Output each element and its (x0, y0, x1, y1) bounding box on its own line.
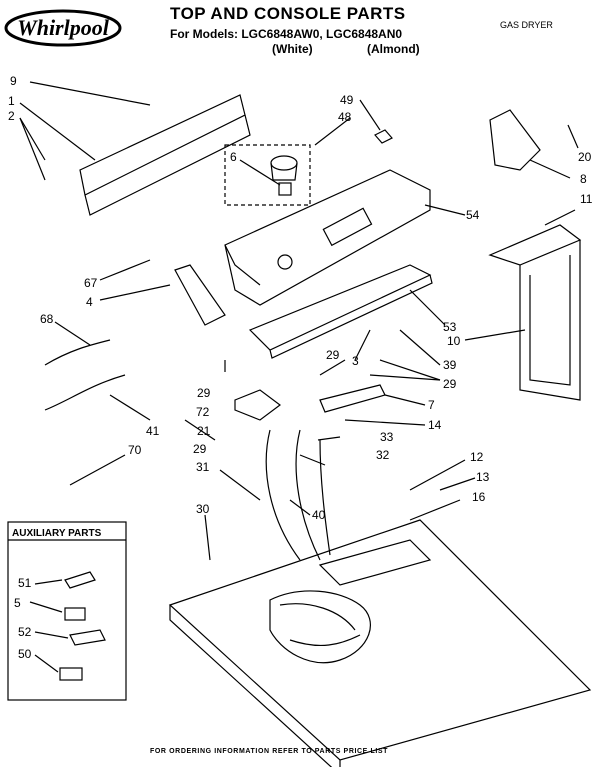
wire-harness (269, 590, 371, 664)
rear-console-panel (79, 94, 246, 196)
footer-note: FOR ORDERING INFORMATION REFER TO PARTS … (150, 748, 389, 755)
callout-7: 7 (428, 398, 435, 412)
callout-49: 49 (340, 93, 354, 107)
callout-9: 9 (10, 74, 17, 88)
callout-10: 10 (447, 334, 461, 348)
gas-valve-part (234, 389, 281, 421)
auxiliary-parts-box (7, 521, 127, 701)
callout-70: 70 (128, 443, 142, 457)
main-harness (265, 429, 301, 561)
callout-13: 13 (476, 470, 490, 484)
callout-51: 51 (18, 576, 32, 590)
callout-12: 12 (470, 450, 484, 464)
model-numbers: For Models: LGC6848AW0, LGC6848AN0 (170, 27, 403, 41)
brand-logo-text: Whirlpool (17, 15, 110, 40)
callout-6: 6 (230, 150, 237, 164)
callout-53: 53 (443, 320, 457, 334)
callout-5: 5 (14, 596, 21, 610)
callout-72: 72 (196, 405, 210, 419)
callout-50: 50 (18, 647, 32, 661)
callout-4: 4 (86, 295, 93, 309)
callout-21: 21 (197, 424, 211, 438)
callout-31: 31 (196, 460, 210, 474)
left-end-cap (174, 264, 226, 326)
wire-bundle-68 (44, 339, 111, 366)
callout-29-left: 29 (197, 386, 211, 400)
product-type: GAS DRYER (500, 20, 553, 30)
callout-52: 52 (18, 625, 32, 639)
callout-14: 14 (428, 418, 442, 432)
page-title: TOP AND CONSOLE PARTS (170, 4, 406, 23)
console-back-panel (224, 169, 431, 306)
color-white-label: (White) (272, 42, 313, 56)
callout-48: 48 (338, 110, 352, 124)
callout-67: 67 (84, 276, 98, 290)
callout-8: 8 (580, 172, 587, 186)
callout-29-mid: 29 (326, 348, 340, 362)
callout-29-right: 29 (443, 377, 457, 391)
callout-39: 39 (443, 358, 457, 372)
callout-33: 33 (380, 430, 394, 444)
callout-1: 1 (8, 94, 15, 108)
auxiliary-parts-title: AUXILIARY PARTS (12, 528, 102, 539)
console-display (322, 207, 373, 247)
callout-2: 2 (8, 109, 15, 123)
color-almond-label: (Almond) (367, 42, 420, 56)
callout-11: 11 (580, 192, 593, 206)
callout-30: 30 (196, 502, 210, 516)
console-knob-hole (277, 254, 293, 270)
callout-3: 3 (352, 354, 359, 368)
callout-32: 32 (376, 448, 390, 462)
whirlpool-logo: Whirlpool (4, 9, 122, 47)
callout-54: 54 (466, 208, 480, 222)
control-panel-strip (248, 264, 432, 351)
callout-16: 16 (472, 490, 486, 504)
switch-assembly (319, 384, 386, 413)
callout-20: 20 (578, 150, 592, 164)
callout-40: 40 (312, 508, 326, 522)
callout-41: 41 (146, 424, 160, 438)
timer-knob-box (224, 144, 311, 206)
push-button (374, 129, 393, 144)
wire-bundle-41 (44, 374, 126, 411)
callout-29-lower: 29 (193, 442, 207, 456)
end-cap (488, 224, 582, 266)
top-panel (168, 519, 592, 761)
callout-68: 68 (40, 312, 54, 326)
top-panel-cutout (318, 539, 432, 586)
